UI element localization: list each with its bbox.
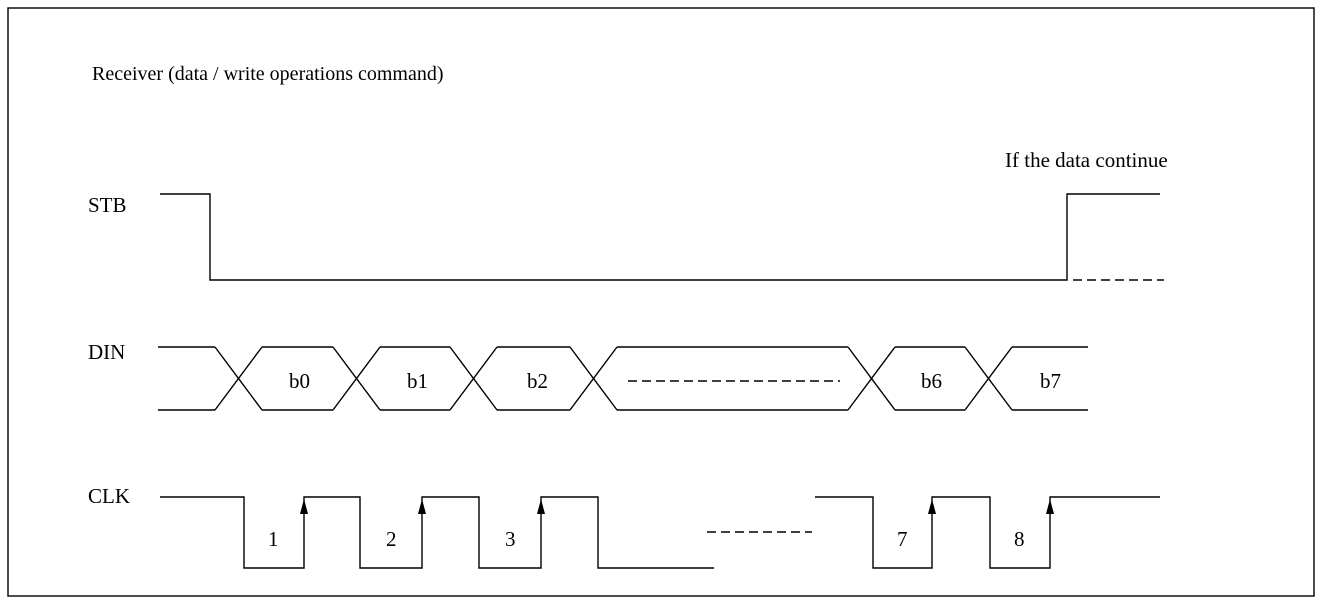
din-bit-label: b7 [1040,369,1061,393]
clk-pulse-number: 7 [897,527,908,551]
diagram-title: Receiver (data / write operations comman… [92,63,444,85]
clk-pulse-number: 1 [268,527,279,551]
up-arrow-icon [1046,499,1054,514]
up-arrow-icon [537,499,545,514]
up-arrow-icon [300,499,308,514]
data-continue-note: If the data continue [1005,148,1168,172]
up-arrow-icon [418,499,426,514]
din-waveform [158,346,1088,411]
clk-pulse-number: 3 [505,527,516,551]
din-bit-label: b1 [407,369,428,393]
din-bit-label: b0 [289,369,310,393]
diagram-frame [7,7,1315,597]
din-bit-label: b6 [921,369,942,393]
clk-pulse-number: 2 [386,527,397,551]
signal-label-clk: CLK [88,484,130,508]
clk-waveform [160,496,1160,569]
signal-label-stb: STB [88,193,127,217]
stb-waveform [160,193,1164,281]
clk-rising-edge-arrows [300,499,1054,514]
din-bit-label: b2 [527,369,548,393]
signal-label-din: DIN [88,340,125,364]
clk-pulse-number: 8 [1014,527,1025,551]
up-arrow-icon [928,499,936,514]
